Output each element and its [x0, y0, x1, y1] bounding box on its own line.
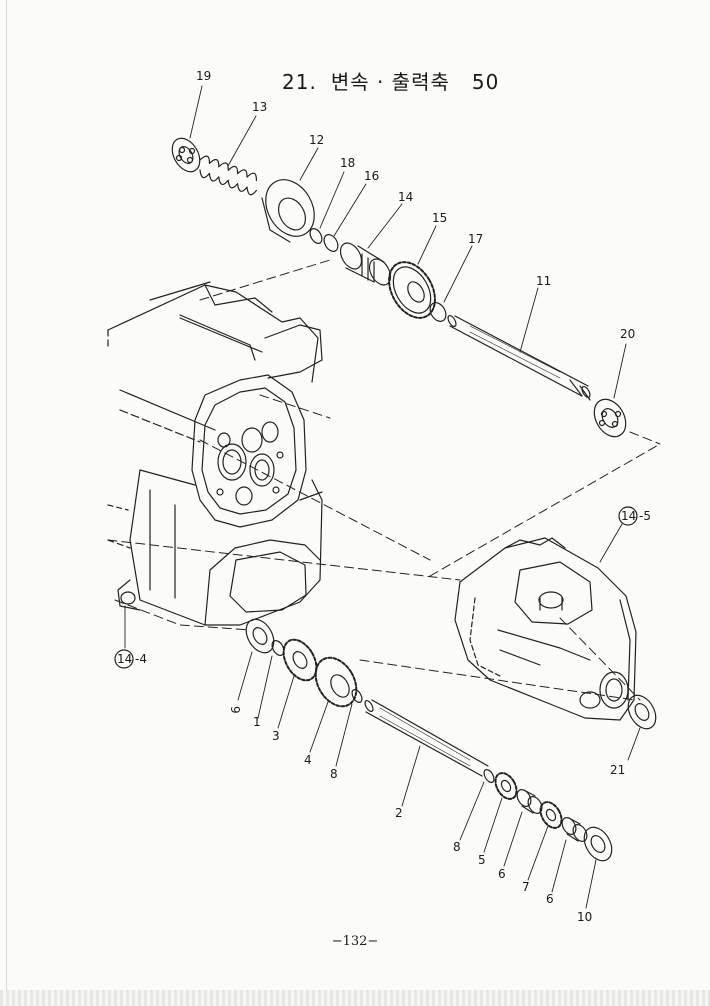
callout-14-4-circle: 14 [117, 652, 132, 666]
part-10-bearing [583, 826, 613, 862]
output-case-cover [454, 537, 637, 721]
callout-8b: 8 [453, 840, 461, 854]
transmission-housing [107, 281, 323, 626]
part-2-shaft [364, 699, 489, 777]
part-20-bearing [593, 398, 627, 438]
callout-12: 12 [309, 133, 324, 147]
callout-18: 18 [340, 156, 355, 170]
callout-13: 13 [252, 100, 267, 114]
callout-labels: 19 13 12 18 16 14 15 17 11 20 14 -5 14 -… [117, 69, 651, 924]
callout-3: 3 [272, 729, 280, 743]
model-number: 50 [471, 70, 500, 94]
part-13-spring [199, 155, 257, 196]
section-title: 변속 · 출력축 [330, 70, 450, 94]
callout-2: 2 [395, 806, 403, 820]
callout-15: 15 [432, 211, 447, 225]
callout-14-5-circle: 14 [621, 509, 636, 523]
part-16-washer [323, 234, 339, 252]
callout-20: 20 [620, 327, 635, 341]
page-number: −132− [331, 934, 379, 949]
callout-14: 14 [398, 190, 413, 204]
callout-5: 5 [478, 853, 486, 867]
callout-9: 9 [228, 706, 242, 714]
part-7-sprocket [539, 801, 563, 829]
callout-1: 1 [253, 715, 261, 729]
callout-16: 16 [364, 169, 379, 183]
part-12-shifter [261, 179, 315, 243]
part-18-circlip [309, 228, 323, 244]
callout-7: 7 [522, 880, 530, 894]
assembly-lines [107, 259, 661, 701]
part-3-gear [282, 638, 318, 682]
part-1-collar [271, 640, 285, 656]
callout-10: 10 [577, 910, 592, 924]
page-title: 21. 변속 · 출력축 50 [282, 66, 499, 95]
callout-11: 11 [536, 274, 551, 288]
part-5-sprocket [494, 772, 518, 800]
callout-14-4: -4 [135, 652, 147, 666]
part-8b-circlip [483, 769, 495, 783]
ref-circle-14-4 [114, 649, 134, 669]
ref-circle-14-5 [618, 506, 638, 526]
callout-8: 8 [330, 767, 338, 781]
part-21-bearing [627, 694, 657, 730]
scan-edge [6, 0, 7, 1006]
callout-4: 4 [304, 753, 312, 767]
part-15-gear [388, 261, 436, 319]
part-8-circlip [351, 689, 363, 703]
callout-17: 17 [468, 232, 483, 246]
part-6b-collar [561, 817, 588, 842]
callout-19: 19 [196, 69, 211, 83]
part-9-bearing [245, 618, 275, 654]
part-17-washer [429, 302, 447, 322]
part-14-sleeve [339, 242, 392, 286]
callout-6b: 6 [546, 892, 554, 906]
leader-lines [124, 85, 641, 909]
callout-14-5: -5 [639, 509, 651, 523]
part-4-gear [314, 656, 358, 708]
part-11-shaft [447, 314, 591, 401]
section-number: 21. [282, 70, 317, 94]
callout-21: 21 [610, 763, 625, 777]
scan-bottom-edge [0, 990, 710, 1006]
callout-6a: 6 [498, 867, 506, 881]
part-6a-collar [516, 789, 543, 814]
part-19-bearing [171, 137, 201, 173]
